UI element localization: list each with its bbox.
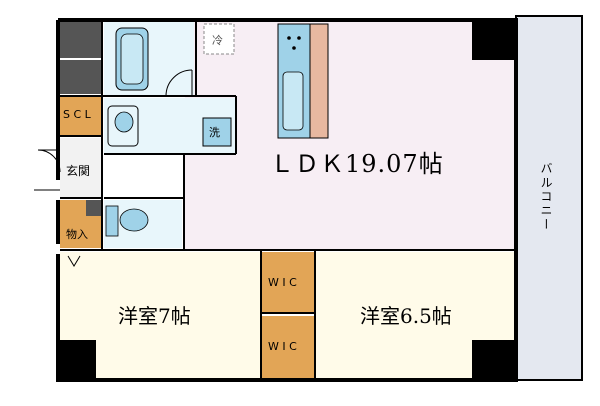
storage-shaft — [86, 200, 102, 216]
wic-1-floor — [262, 252, 314, 312]
fridge-space — [203, 23, 235, 55]
column-se — [472, 340, 516, 378]
western-room-2-label: 洋室6.5帖 — [360, 304, 452, 328]
wic-1-label: W I C — [268, 276, 297, 289]
entrance-floor — [60, 138, 102, 198]
fridge-label: 冷 — [212, 34, 223, 47]
column-ne — [472, 20, 516, 60]
shaft-block-2 — [60, 60, 102, 94]
balcony-area — [515, 15, 583, 381]
toilet-icon — [119, 208, 149, 232]
outer-walls — [56, 18, 518, 382]
entrance-label: 玄関 — [66, 164, 91, 178]
sink-icon — [282, 71, 304, 131]
ldk-label: ＬＤＫ19.07帖 — [270, 150, 444, 178]
stove-burner-icon — [287, 36, 291, 40]
interior-walls — [60, 22, 516, 380]
scl-label: S C L — [63, 108, 91, 121]
laundry-pan-icon — [202, 117, 232, 147]
western-room-1-label: 洋室7帖 — [118, 304, 191, 328]
balcony-label: バルコニー — [539, 162, 553, 232]
shaft-block-1 — [60, 22, 102, 58]
ldk-floor — [185, 22, 515, 250]
hallway-floor — [104, 156, 182, 198]
laundry-label: 洗 — [209, 126, 220, 139]
toilet-tank-icon — [105, 205, 119, 237]
column-sw — [60, 340, 96, 378]
scl-floor — [60, 96, 102, 136]
wic-2-label: W I C — [268, 340, 297, 353]
kitchen-bar-counter — [309, 23, 329, 139]
wic-2-floor — [262, 316, 314, 378]
storage-label: 物入 — [66, 228, 88, 241]
